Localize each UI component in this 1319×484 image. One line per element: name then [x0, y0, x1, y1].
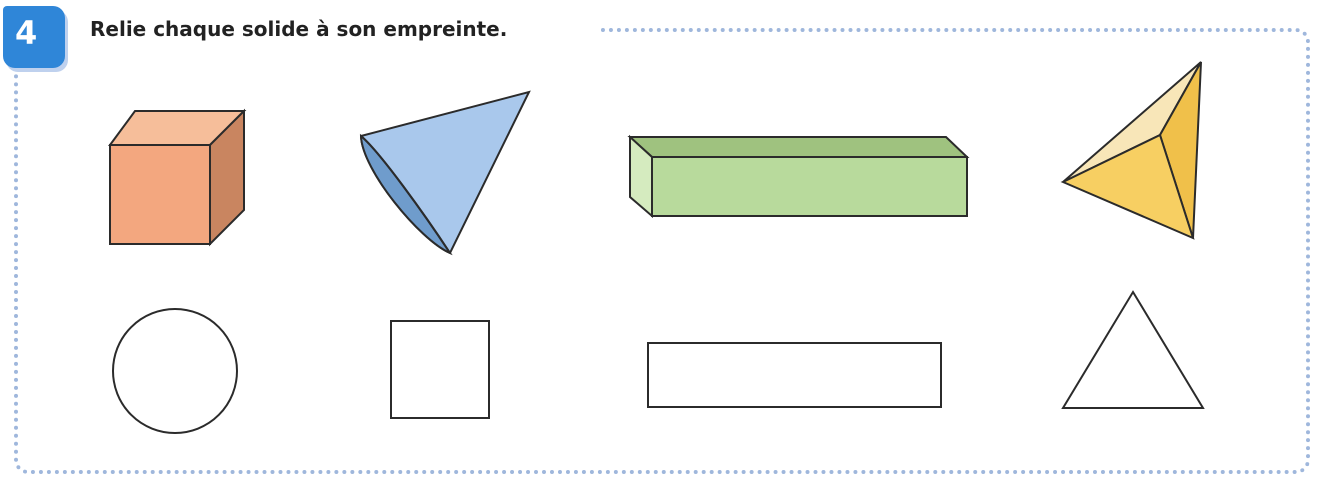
exercise-number: 4	[15, 14, 38, 52]
triangle-icon[interactable]	[1061, 290, 1205, 409]
exercise-number-badge: 4	[3, 6, 65, 68]
exercise-frame	[14, 28, 1310, 474]
rectangle-icon[interactable]	[647, 342, 942, 408]
cone-icon[interactable]	[359, 90, 531, 256]
pyramid-icon[interactable]	[1060, 61, 1202, 240]
square-icon[interactable]	[390, 320, 490, 419]
cube-icon[interactable]	[108, 108, 247, 247]
rectangular-prism-icon[interactable]	[627, 134, 970, 219]
circle-icon[interactable]	[112, 308, 238, 434]
exercise-instruction: Relie chaque solide à son empreinte.	[90, 17, 508, 41]
title-background	[60, 16, 598, 42]
